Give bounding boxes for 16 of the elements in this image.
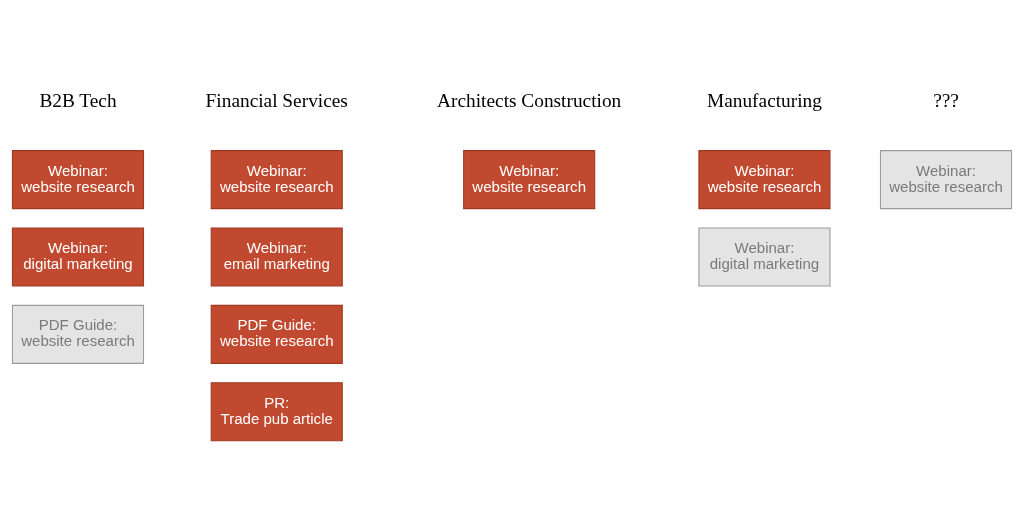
label: Architects Construction [437,90,622,112]
node-box: Webinar: website research [698,150,831,210]
node-box: PDF Guide: website research [210,304,343,364]
node-box: PR: Trade pub article [210,382,343,442]
node-box: Webinar: digital marketing [11,227,145,287]
node-box: Webinar: website research [879,150,1013,210]
node-box: Webinar: digital marketing [698,227,831,287]
node-box: Webinar: website research [210,150,343,210]
node-box: PDF Guide: website research [11,304,145,364]
label: B2B Tech [39,90,117,112]
node-box: Webinar: website research [11,150,145,210]
label: ??? [933,90,959,112]
label: Manufacturing [707,90,822,112]
node-box: Webinar: website research [463,150,596,210]
label: Financial Services [205,90,348,112]
node-box: Webinar: email marketing [210,227,343,287]
